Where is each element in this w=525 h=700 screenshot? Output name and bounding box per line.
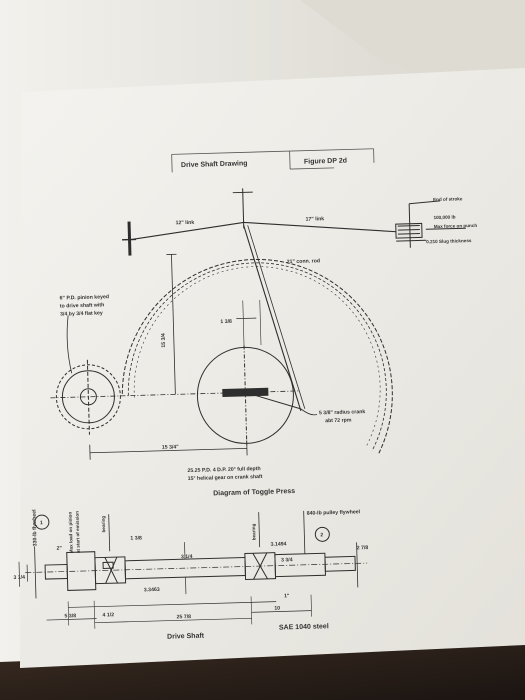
dim-tick-a [67,601,70,626]
dim-3463-label: 3.3463 [144,587,160,593]
crank-leader [300,408,318,416]
pinion-label-3: 3/4 by 3/4 flat key [60,310,103,317]
dim-bottom-b [126,602,247,607]
big-gear-pitch [133,266,381,448]
force-label: Max force on punch [434,223,478,229]
slug-label: 0.210 Slug thickness [426,238,472,244]
dim-small-line [236,317,257,320]
apex-top [232,191,253,194]
conn-rod-2 [247,225,306,409]
drive-shaft-caption: Drive Shaft [167,633,205,641]
dim-2-label: 2" [57,546,63,552]
punch-hatch3 [397,232,420,235]
dim-bottom-f [46,618,97,621]
dim-tick-c [250,596,253,625]
big-gear-inner [127,262,387,452]
bearing-mid-marker [258,512,261,548]
right-link [243,221,401,233]
crank-axis-v [243,345,248,446]
drawing-group [18,188,466,629]
pinion-leader [66,315,73,374]
gear-label-1: 25.25 P.D. 4 D.P. 20° full depth [187,466,260,474]
paper-sheet [20,68,525,668]
labels-group: Drive Shaft Drawing Figure DP 2d 12" lin… [13,157,478,641]
table-surface [0,642,525,700]
slug-line [396,239,427,242]
dim-small-v2 [259,299,262,345]
dim-3a-label: 3 1/4 [181,554,193,560]
conn-rod-label: 21" conn. rod [287,258,320,265]
bearing-left-label: bearing [101,516,106,533]
pinion-label-1: 6" P.D. pinion keyed [60,294,110,301]
steel-caption: SAE 1040 steel [279,623,329,631]
dim-1-label: 1" [284,593,290,599]
shaft-right-end [324,555,356,572]
left-column [127,221,132,256]
max-load-label-2: at start of emission [75,511,81,553]
punch-hatch1 [397,224,420,227]
left-section-line [34,546,37,599]
apex-post [242,188,245,229]
dim-25-label: 25 7/8 [177,614,192,620]
dim-3494-label: 3.1494 [271,541,287,547]
dim-horiz-line [89,447,247,454]
node1-label: 1 [40,520,43,526]
bearing-mid-label: bearing [251,523,256,540]
bearing-left-x2 [105,556,118,584]
flywheel-label: 330-lb flywheel [32,509,39,547]
dim-bottom-d [94,617,252,624]
dim-horizontal-label: 15 3/4" [162,444,180,450]
dim-1e-label: 1 3/8 [130,535,142,541]
big-gear-outer [121,258,393,455]
dim-left-v2 [18,561,21,587]
end-stroke-line [409,200,441,205]
bearing-left-marker [108,514,111,552]
crank-label-2: abt 72 rpm [325,417,352,424]
crank-arm [245,391,301,410]
dim-3b-label: 3 3/4 [281,557,293,563]
dim-4-label: 4 1/2 [102,612,114,618]
link-left-label: 12" link [176,220,195,227]
dim-tick-b [93,600,96,629]
link-right-label: 17" link [305,216,324,223]
pulley-leader [303,510,306,554]
header-left-title: Drive Shaft Drawing [181,160,248,169]
dim-small-label: 1 3/8 [220,319,232,325]
dim-tick-d [310,594,312,617]
shaft-centerline [25,562,368,573]
keyway [102,561,114,569]
dim-bottom-a [68,605,127,608]
pulley-label: 840-lb pulley flywheel [307,509,361,517]
node1-circle [34,514,50,530]
dim-vert-line [171,254,176,395]
dim-small-v1 [242,300,245,346]
pinion-label-2: to drive shaft with [60,302,105,309]
punch-hatch2 [397,228,420,231]
node2-circle [314,526,330,542]
header-right-title: Figure DP 2d [304,157,347,165]
left-link [130,221,244,241]
dim-2r-label: 2 7/8 [357,545,369,551]
header-frame [171,148,375,173]
pinion-axis-v [86,359,90,435]
dim-bottom-e [251,610,312,613]
right-section-line [356,542,359,588]
node2-label: 2 [320,532,323,538]
dim-3l-label: 3 1/4 [13,575,25,581]
dim-vertical-label: 15 3/4 [161,333,167,348]
max-load-label-1: Max load on pinion [68,511,74,553]
toggle-caption: Diagram of Toggle Press [213,488,295,497]
end-of-stroke-label: End of stroke [433,196,463,202]
force-value-label: 100,000 lb [433,214,455,220]
bearing-mid-x2 [253,552,268,580]
gear-label-2: 15° helical gear on crank shaft [188,474,263,482]
crank-label-1: 5 3/8" radius crank [319,409,366,416]
dim-10-label: 10 [274,606,280,612]
dim-5-label: 5 3/8 [64,613,76,619]
punch-arrow [425,227,466,230]
